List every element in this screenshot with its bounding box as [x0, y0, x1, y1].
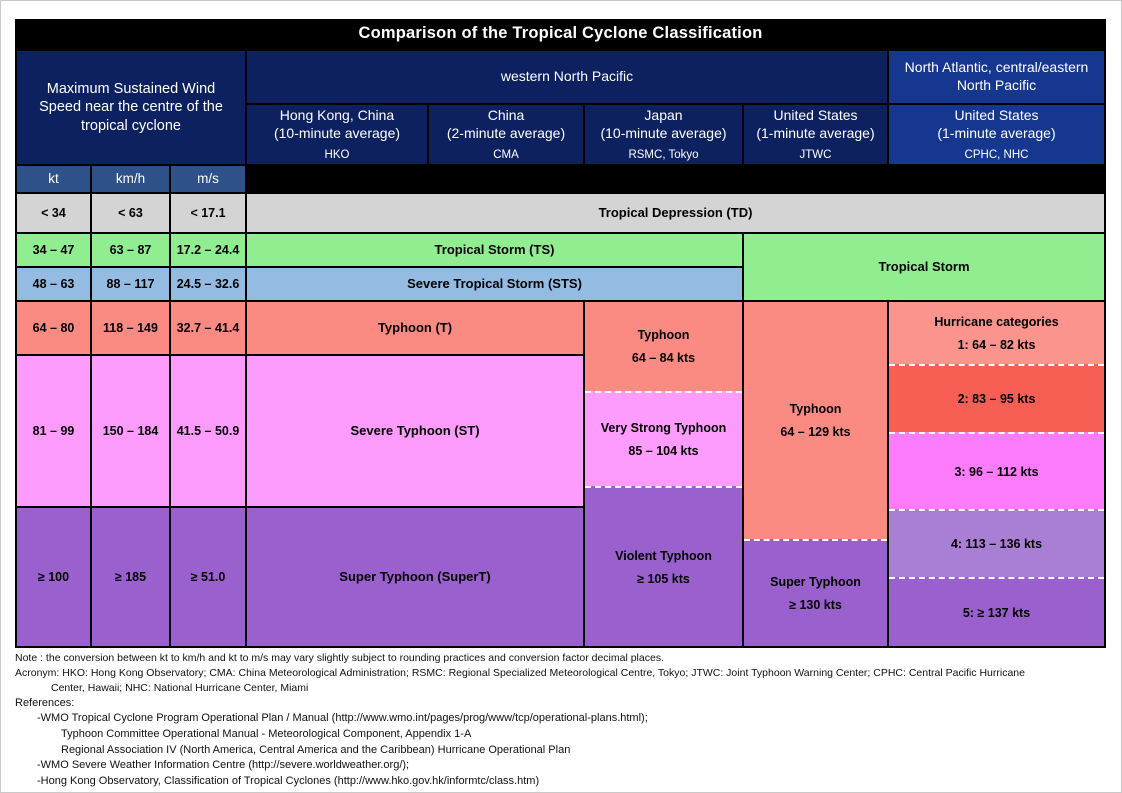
- footer-notes: Note : the conversion between kt to km/h…: [15, 651, 1109, 789]
- header-agency-cphc-nhc: United States (1-minute average) CPHC, N…: [889, 105, 1104, 164]
- speed-kt-sts: 48 – 63: [17, 268, 90, 300]
- header-unit-kmh: km/h: [92, 166, 169, 192]
- jtwc-super-typhoon-name: Super Typhoon: [770, 575, 861, 589]
- japan-very-strong-typhoon-range: 85 – 104 kts: [628, 444, 699, 458]
- agency-averaging: (2-minute average): [446, 124, 566, 141]
- agency-averaging: (1-minute average): [937, 124, 1056, 141]
- speed-ms-ts: 17.2 – 24.4: [171, 234, 245, 266]
- speed-ms-typhoon: 32.7 – 41.4: [171, 302, 245, 354]
- agency-averaging: (10-minute average): [600, 124, 727, 141]
- header-agency-hko: Hong Kong, China (10-minute average) HKO: [247, 105, 427, 164]
- speed-kmh-severe-typhoon: 150 – 184: [92, 356, 169, 506]
- footer-references-label: References:: [15, 696, 75, 709]
- class-tropical-storm-us: Tropical Storm: [744, 234, 1104, 300]
- header-agency-cma: China (2-minute average) CMA: [429, 105, 583, 164]
- japan-violent-typhoon-range: ≥ 105 kts: [637, 571, 690, 586]
- hurricane-category-1-range: 1: 64 – 82 kts: [957, 337, 1036, 352]
- class-super-typhoon-hk: Super Typhoon (SuperT): [247, 508, 583, 646]
- header-unit-kt: kt: [17, 166, 90, 192]
- header-basin-north-atlantic: North Atlantic, central/eastern North Pa…: [889, 51, 1104, 103]
- agency-country: United States: [773, 106, 858, 123]
- footer-reference-item: -Hong Kong Observatory, Classification o…: [37, 774, 540, 787]
- speed-kt-super-typhoon: ≥ 100: [17, 508, 90, 646]
- hurricane-category-2: 2: 83 – 95 kts: [889, 364, 1104, 432]
- jtwc-super-typhoon: Super Typhoon ≥ 130 kts: [744, 539, 887, 646]
- japan-typhoon-name: Typhoon: [637, 328, 690, 342]
- agency-country: Japan: [644, 106, 683, 123]
- page-title: Comparison of the Tropical Cyclone Class…: [15, 19, 1106, 49]
- footer-note: Note : the conversion between kt to km/h…: [15, 652, 664, 664]
- speed-kmh-typhoon: 118 – 149: [92, 302, 169, 354]
- jtwc-typhoon-range: 64 – 129 kts: [780, 425, 851, 439]
- footer-reference-item: Regional Association IV (North America, …: [61, 743, 571, 756]
- speed-ms-sts: 24.5 – 32.6: [171, 268, 245, 300]
- japan-very-strong-typhoon: Very Strong Typhoon 85 – 104 kts: [585, 391, 742, 486]
- speed-kt-typhoon: 64 – 80: [17, 302, 90, 354]
- agency-abbr: JTWC: [799, 148, 832, 161]
- japan-typhoon: Typhoon 64 – 84 kts: [585, 302, 742, 391]
- speed-kmh-ts: 63 – 87: [92, 234, 169, 266]
- agency-country: Hong Kong, China: [279, 106, 395, 123]
- agency-averaging: (1-minute average): [756, 124, 875, 141]
- agency-country: United States: [954, 106, 1039, 123]
- agency-averaging: (10-minute average): [273, 124, 401, 141]
- speed-kmh-td: < 63: [92, 194, 169, 232]
- header-unit-ms: m/s: [171, 166, 245, 192]
- japan-very-strong-typhoon-name: Very Strong Typhoon: [600, 421, 727, 435]
- speed-kmh-super-typhoon: ≥ 185: [92, 508, 169, 646]
- class-severe-typhoon-hk: Severe Typhoon (ST): [247, 356, 583, 506]
- class-tropical-storm-wnp: Tropical Storm (TS): [247, 234, 742, 266]
- hurricane-category-1: Hurricane categories 1: 64 – 82 kts: [889, 302, 1104, 364]
- japan-violent-typhoon-name: Violent Typhoon: [615, 548, 712, 563]
- footer-acronym-line-2: Center, Hawaii; NHC: National Hurricane …: [51, 681, 309, 694]
- hurricane-categories-heading: Hurricane categories: [934, 314, 1059, 329]
- speed-ms-super-typhoon: ≥ 51.0: [171, 508, 245, 646]
- speed-kt-severe-typhoon: 81 – 99: [17, 356, 90, 506]
- footer-acronym-line-1: Acronym: HKO: Hong Kong Observatory; CMA…: [15, 666, 1025, 679]
- footer-reference-item: -WMO Severe Weather Information Centre (…: [37, 759, 410, 772]
- header-agency-jtwc: United States (1-minute average) JTWC: [744, 105, 887, 164]
- japan-typhoon-range: 64 – 84 kts: [631, 351, 696, 365]
- classification-table: Comparison of the Tropical Cyclone Class…: [15, 19, 1106, 648]
- agency-abbr: RSMC, Tokyo: [628, 148, 699, 161]
- hurricane-category-4: 4: 113 – 136 kts: [889, 509, 1104, 577]
- agency-abbr: CMA: [493, 148, 519, 161]
- header-basin-western-north-pacific: western North Pacific: [247, 51, 887, 103]
- agency-abbr: HKO: [324, 148, 350, 161]
- class-typhoon-hk: Typhoon (T): [247, 302, 583, 354]
- footer-reference-item: -WMO Tropical Cyclone Program Operationa…: [37, 712, 648, 725]
- japan-violent-typhoon: Violent Typhoon ≥ 105 kts: [585, 486, 742, 646]
- agency-abbr: CPHC, NHC: [964, 148, 1029, 161]
- jtwc-super-typhoon-range: ≥ 130 kts: [789, 598, 842, 612]
- header-lead-column: Maximum Sustained Wind Speed near the ce…: [17, 51, 245, 164]
- speed-kt-td: < 34: [17, 194, 90, 232]
- speed-ms-td: < 17.1: [171, 194, 245, 232]
- speed-kmh-sts: 88 – 117: [92, 268, 169, 300]
- class-tropical-depression: Tropical Depression (TD): [247, 194, 1104, 232]
- jtwc-typhoon: Typhoon 64 – 129 kts: [744, 302, 887, 539]
- footer-reference-item: Typhoon Committee Operational Manual - M…: [61, 727, 472, 740]
- header-agency-rsmc-tokyo: Japan (10-minute average) RSMC, Tokyo: [585, 105, 742, 164]
- hurricane-category-5: 5: ≥ 137 kts: [889, 577, 1104, 646]
- agency-country: China: [487, 106, 525, 123]
- speed-ms-severe-typhoon: 41.5 – 50.9: [171, 356, 245, 506]
- jtwc-typhoon-name: Typhoon: [789, 402, 842, 416]
- hurricane-category-3: 3: 96 – 112 kts: [889, 432, 1104, 509]
- speed-kt-ts: 34 – 47: [17, 234, 90, 266]
- class-severe-tropical-storm: Severe Tropical Storm (STS): [247, 268, 742, 300]
